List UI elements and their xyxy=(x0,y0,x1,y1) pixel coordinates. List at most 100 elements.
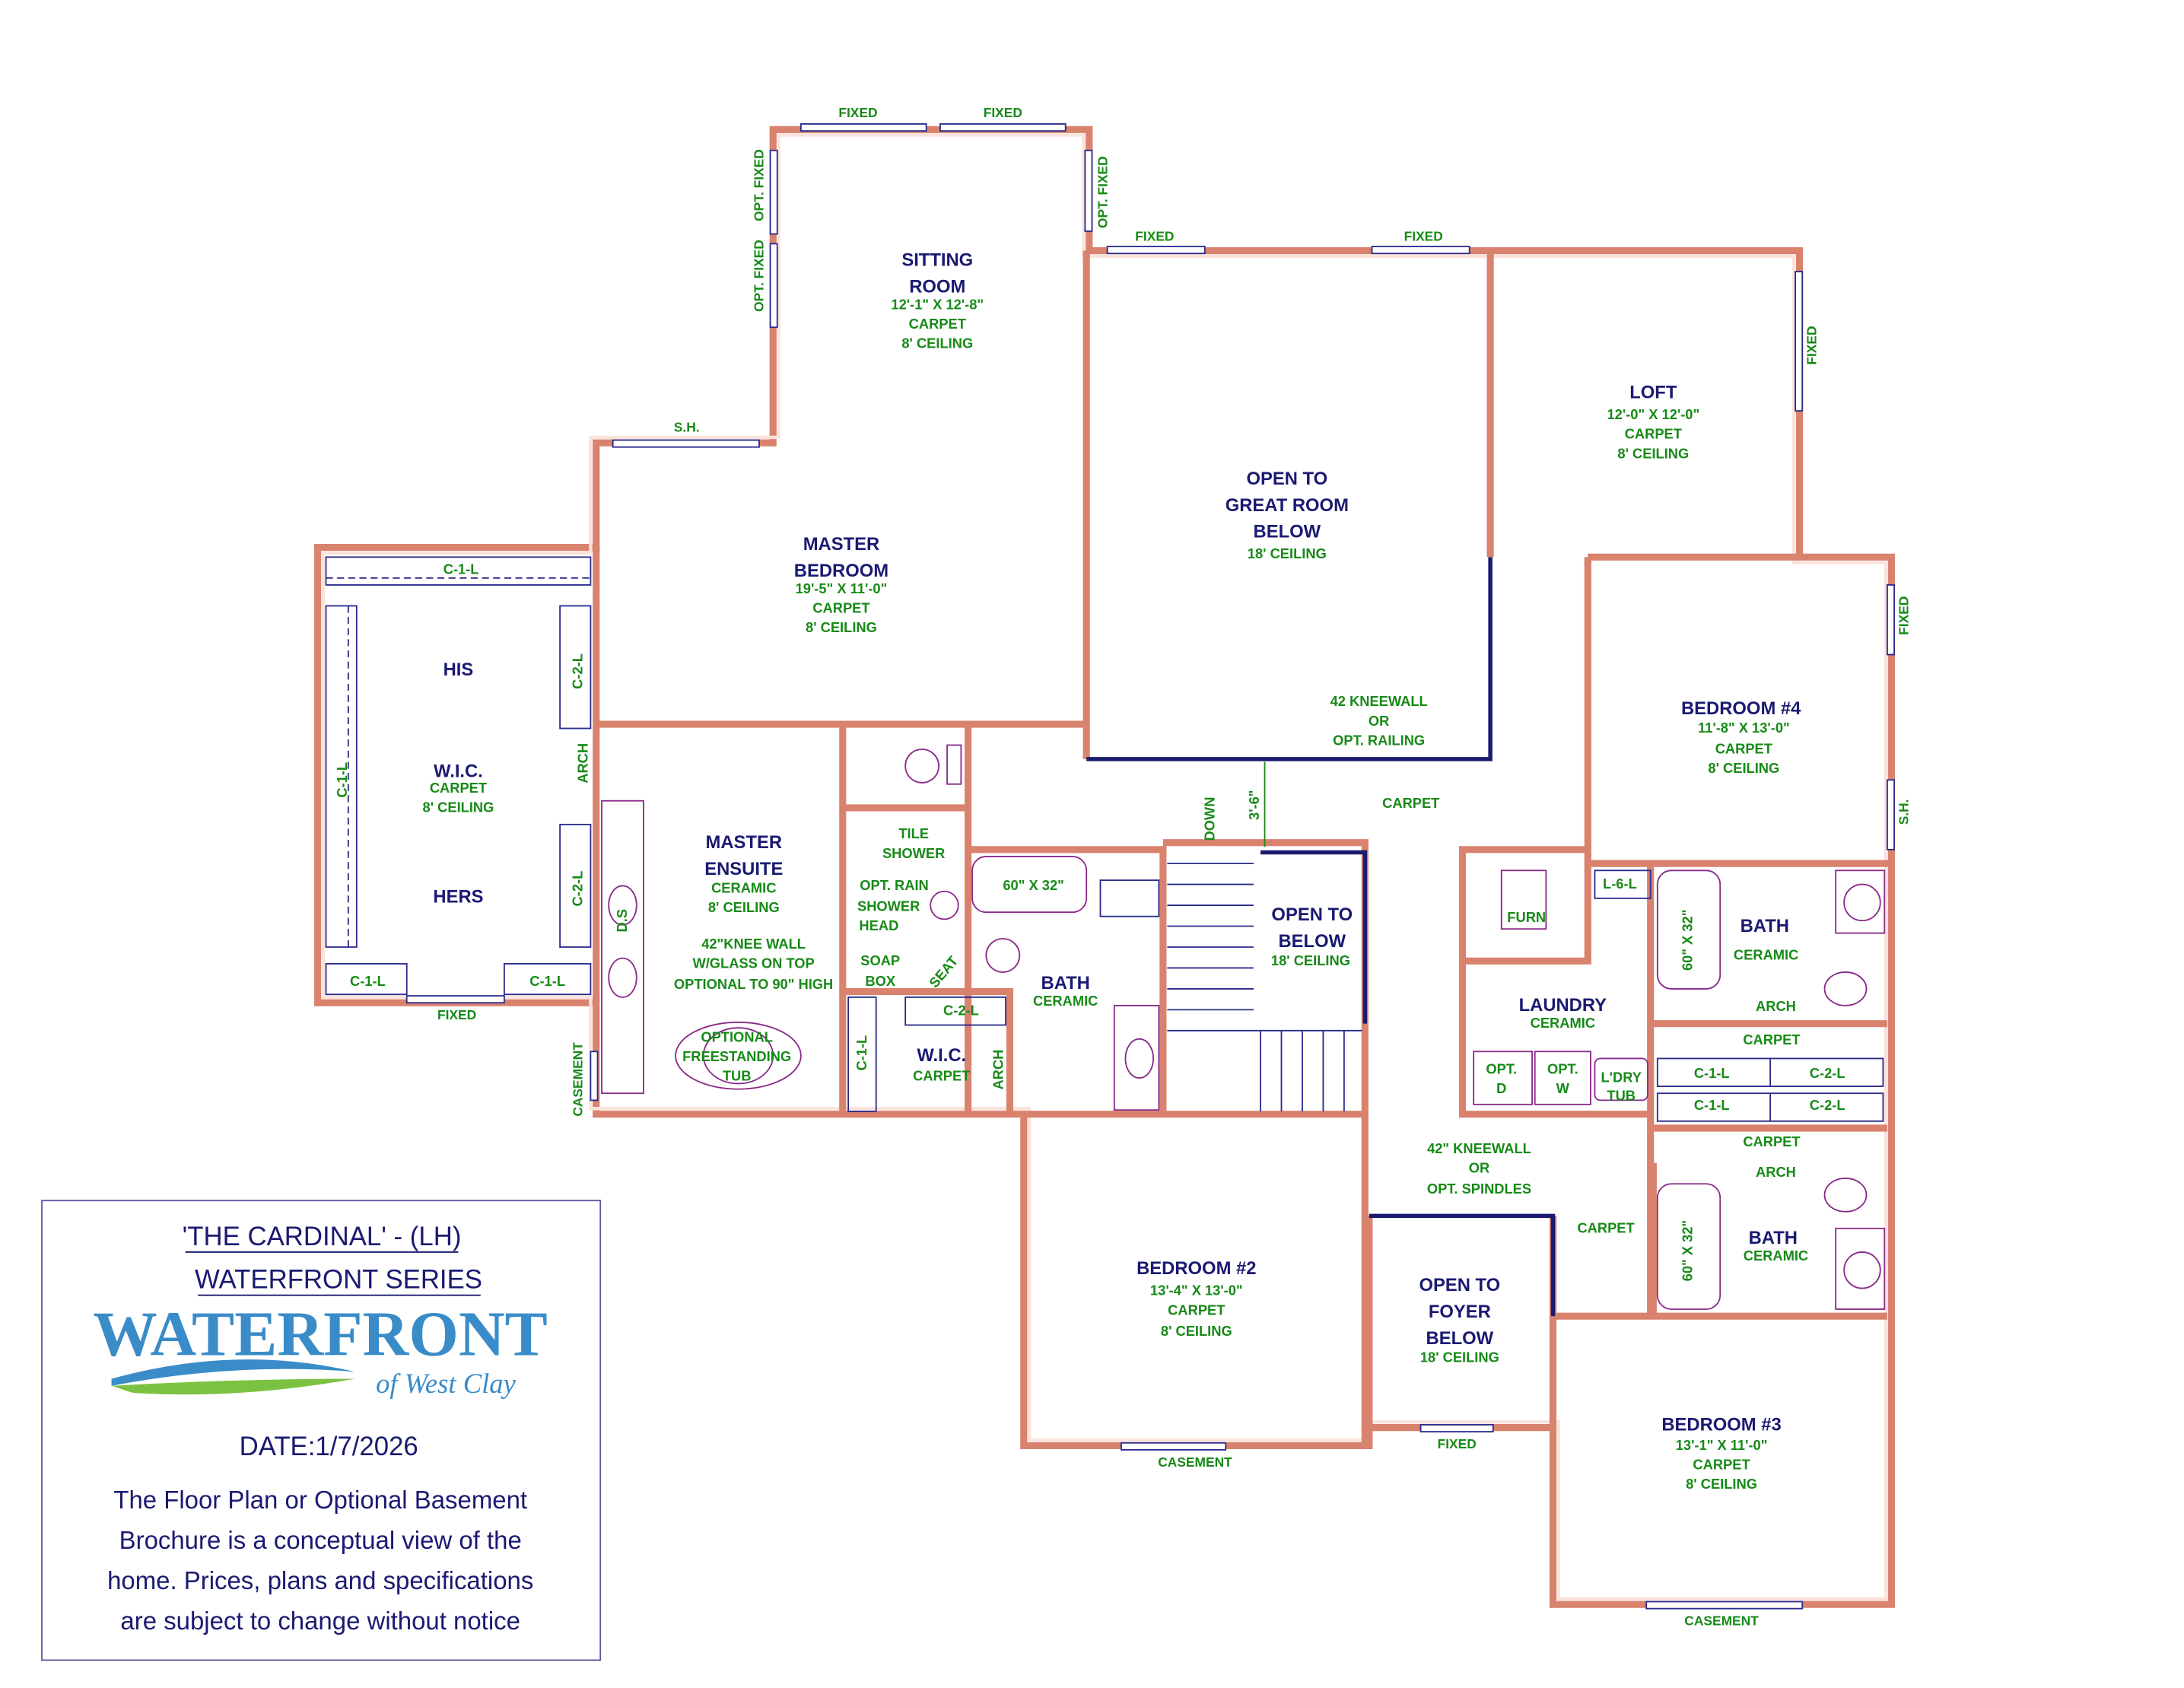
svg-text:42"KNEE WALL: 42"KNEE WALL xyxy=(701,936,806,952)
svg-text:CARPET: CARPET xyxy=(909,316,966,332)
svg-text:D: D xyxy=(1496,1080,1506,1096)
svg-text:CERAMIC: CERAMIC xyxy=(1744,1248,1808,1264)
svg-text:CARPET: CARPET xyxy=(1743,1133,1800,1149)
disclaimer-line: The Floor Plan or Optional Basement xyxy=(113,1486,527,1514)
svg-text:CARPET: CARPET xyxy=(913,1068,970,1084)
svg-text:8' CEILING: 8' CEILING xyxy=(901,335,973,351)
svg-text:GREAT ROOM: GREAT ROOM xyxy=(1226,495,1349,516)
svg-text:W/GLASS ON TOP: W/GLASS ON TOP xyxy=(692,955,814,971)
svg-text:HIS: HIS xyxy=(443,660,474,680)
svg-text:CERAMIC: CERAMIC xyxy=(711,880,776,896)
svg-text:CERAMIC: CERAMIC xyxy=(1531,1015,1595,1031)
svg-text:SITTING: SITTING xyxy=(901,250,973,271)
svg-text:LAUNDRY: LAUNDRY xyxy=(1519,995,1607,1016)
svg-text:OPT. RAILING: OPT. RAILING xyxy=(1333,733,1425,749)
svg-text:L'DRY: L'DRY xyxy=(1601,1070,1641,1086)
svg-text:CARPET: CARPET xyxy=(812,600,869,616)
svg-text:BOX: BOX xyxy=(865,973,895,989)
svg-text:TUB: TUB xyxy=(723,1068,752,1084)
window-label: S.H. xyxy=(1896,799,1911,825)
svg-text:SHOWER: SHOWER xyxy=(882,845,945,861)
svg-text:C-1-L: C-1-L xyxy=(443,561,479,577)
svg-text:W: W xyxy=(1556,1080,1570,1096)
svg-text:ARCH: ARCH xyxy=(990,1050,1006,1090)
date-label: DATE:1/7/2026 xyxy=(240,1432,418,1461)
svg-text:C-2-L: C-2-L xyxy=(569,653,585,689)
window-label: FIXED xyxy=(1135,229,1174,244)
svg-text:BEDROOM #4: BEDROOM #4 xyxy=(1681,698,1801,719)
window-label: CASEMENT xyxy=(570,1042,585,1117)
svg-text:CARPET: CARPET xyxy=(1715,740,1772,756)
svg-text:OPT.: OPT. xyxy=(1486,1061,1517,1077)
fixtures xyxy=(325,556,1886,1310)
svg-text:ARCH: ARCH xyxy=(1756,1164,1796,1180)
svg-text:19'-5" X 11'-0": 19'-5" X 11'-0" xyxy=(796,580,888,596)
svg-text:BEDROOM: BEDROOM xyxy=(794,561,889,581)
svg-text:OPT. SPINDLES: OPT. SPINDLES xyxy=(1427,1181,1531,1197)
svg-text:BATH: BATH xyxy=(1749,1228,1798,1248)
svg-text:CARPET: CARPET xyxy=(1693,1457,1750,1473)
svg-text:D.S: D.S xyxy=(614,909,630,933)
svg-text:11'-8" X 13'-0": 11'-8" X 13'-0" xyxy=(1698,720,1790,736)
window-label: CASEMENT xyxy=(1158,1454,1232,1470)
svg-text:SOAP: SOAP xyxy=(860,952,900,968)
svg-text:C-1-L: C-1-L xyxy=(350,973,386,989)
svg-text:ROOM: ROOM xyxy=(909,276,965,297)
svg-text:C-1-L: C-1-L xyxy=(854,1035,869,1071)
disclaimer-line: Brochure is a conceptual view of the xyxy=(119,1526,522,1554)
svg-text:CARPET: CARPET xyxy=(1382,795,1439,811)
window-label: CASEMENT xyxy=(1684,1613,1759,1629)
svg-text:C-1-L: C-1-L xyxy=(529,973,565,989)
svg-text:CERAMIC: CERAMIC xyxy=(1033,993,1098,1009)
window-label: FIXED xyxy=(1804,326,1820,364)
waterfront-logo: WATERFRONT of West Clay xyxy=(94,1299,548,1398)
window-label: OPT. FIXED xyxy=(1095,156,1111,228)
svg-text:3'-6": 3'-6" xyxy=(1246,790,1262,819)
svg-text:of West Clay: of West Clay xyxy=(376,1368,516,1399)
svg-text:TUB: TUB xyxy=(1607,1087,1636,1103)
svg-text:ENSUITE: ENSUITE xyxy=(704,859,783,879)
svg-text:13'-4" X 13'-0": 13'-4" X 13'-0" xyxy=(1150,1283,1243,1299)
svg-text:OPTIONAL TO 90" HIGH: OPTIONAL TO 90" HIGH xyxy=(674,976,833,992)
svg-text:BELOW: BELOW xyxy=(1278,931,1346,952)
window-label: FIXED xyxy=(1404,229,1443,244)
svg-text:SEAT: SEAT xyxy=(926,952,962,990)
svg-text:60" X 32": 60" X 32" xyxy=(1003,877,1063,893)
svg-text:OPEN TO: OPEN TO xyxy=(1271,904,1353,925)
svg-text:13'-1" X 11'-0": 13'-1" X 11'-0" xyxy=(1676,1437,1768,1453)
svg-text:C-2-L: C-2-L xyxy=(569,871,585,907)
svg-text:8' CEILING: 8' CEILING xyxy=(1708,760,1779,776)
svg-text:TILE: TILE xyxy=(898,825,929,841)
svg-text:12'-1" X 12'-8": 12'-1" X 12'-8" xyxy=(891,296,984,312)
svg-text:CARPET: CARPET xyxy=(1577,1219,1634,1235)
window-label: FIXED xyxy=(437,1007,476,1022)
window-label: FIXED xyxy=(984,105,1022,120)
svg-text:8' CEILING: 8' CEILING xyxy=(708,899,780,915)
svg-text:CARPET: CARPET xyxy=(430,780,487,796)
svg-text:HEAD: HEAD xyxy=(859,917,898,933)
room-sitting: SITTING ROOM 12'-1" X 12'-8" CARPET 8' CEIL… xyxy=(891,250,984,351)
svg-text:SHOWER: SHOWER xyxy=(857,898,920,914)
svg-text:W.I.C.: W.I.C. xyxy=(434,761,483,782)
svg-text:LOFT: LOFT xyxy=(1629,383,1677,403)
svg-text:18' CEILING: 18' CEILING xyxy=(1420,1349,1499,1365)
window-label: FIXED xyxy=(1438,1436,1477,1451)
svg-text:ARCH: ARCH xyxy=(575,743,591,784)
svg-text:18' CEILING: 18' CEILING xyxy=(1248,545,1327,561)
svg-text:8' CEILING: 8' CEILING xyxy=(806,619,877,635)
svg-text:BEDROOM #3: BEDROOM #3 xyxy=(1661,1414,1781,1435)
svg-text:OPTIONAL: OPTIONAL xyxy=(701,1028,773,1044)
svg-text:C-1-L: C-1-L xyxy=(334,762,350,798)
windows xyxy=(590,123,1895,1610)
svg-text:C-2-L: C-2-L xyxy=(1810,1065,1845,1081)
